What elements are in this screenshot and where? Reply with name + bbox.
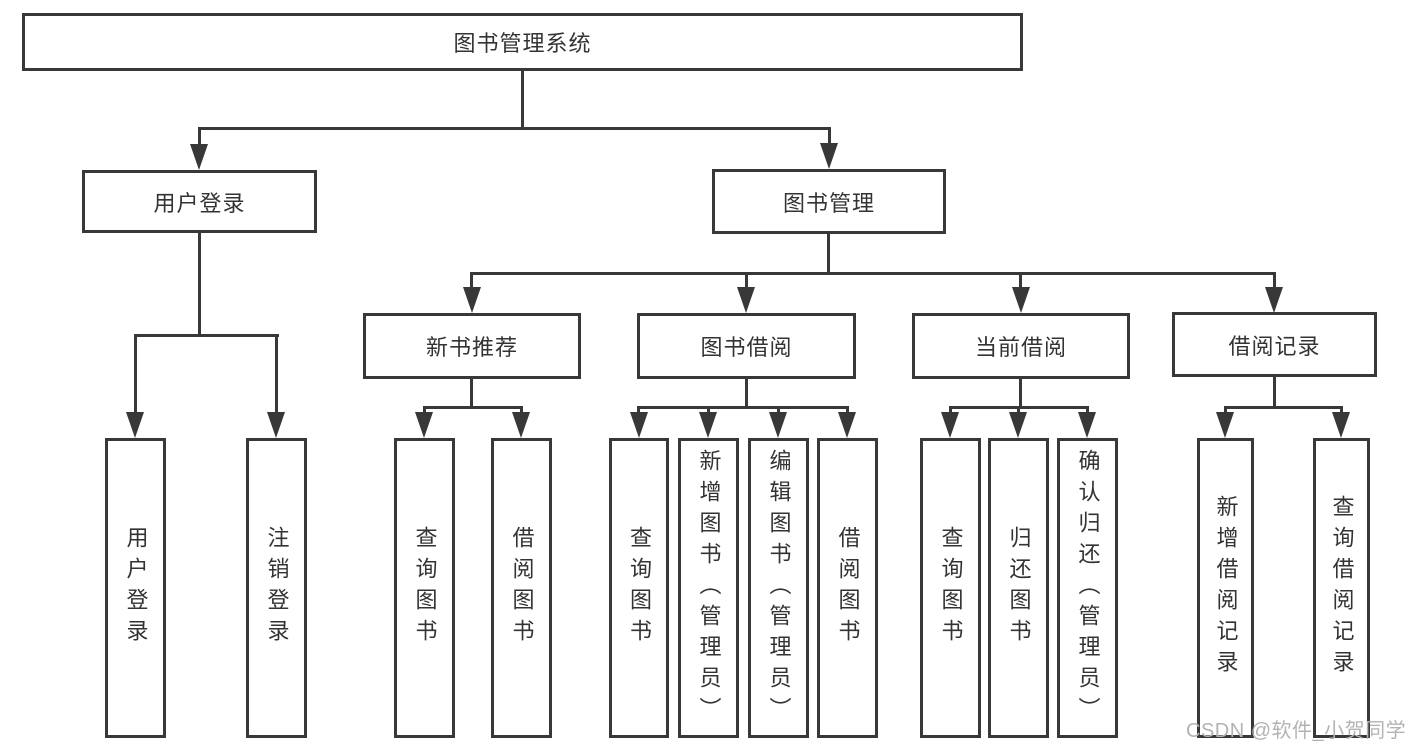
connector-drop-leaf xyxy=(275,334,278,416)
arrowhead-icon xyxy=(463,287,481,313)
node-label: 用户登录 xyxy=(123,526,149,650)
connector-drop-user-login xyxy=(198,127,201,149)
node-label: 编辑图书（管理员） xyxy=(766,448,792,728)
node-label: 用户登录 xyxy=(153,190,246,216)
connector-drop-new-book-recommend xyxy=(470,272,473,288)
connector-user-login-bar xyxy=(134,334,279,337)
arrowhead-icon xyxy=(1009,412,1027,438)
arrowhead-icon xyxy=(1012,287,1030,313)
leaf-recommend-borrow-books: 借阅图书 xyxy=(491,438,552,738)
arrowhead-icon xyxy=(941,412,959,438)
connector-drop-book-management xyxy=(828,127,831,149)
leaf-records-query-record: 查询借阅记录 xyxy=(1313,438,1370,738)
arrowhead-icon xyxy=(1216,412,1234,438)
node-book-management: 图书管理 xyxy=(712,169,946,234)
connector-borrowing-bar xyxy=(637,406,849,409)
connector-book-management-stem xyxy=(827,234,830,274)
connector-drop-leaf xyxy=(1340,406,1343,416)
connector-drop-borrowing-records xyxy=(1273,272,1276,288)
node-book-borrowing: 图书借阅 xyxy=(637,313,856,379)
connector-book-management-bar xyxy=(470,272,1276,275)
arrowhead-icon xyxy=(126,412,144,438)
node-current-borrowing: 当前借阅 xyxy=(912,313,1130,379)
connector-drop-leaf xyxy=(134,334,137,416)
connector-recommend-bar xyxy=(423,406,523,409)
node-label: 查询图书 xyxy=(627,526,652,650)
arrowhead-icon xyxy=(838,412,856,438)
node-label: 当前借阅 xyxy=(974,335,1067,360)
node-new-book-recommend: 新书推荐 xyxy=(363,313,581,379)
node-label: 借阅图书 xyxy=(509,526,535,650)
arrowhead-icon xyxy=(769,412,787,438)
connector-drop-leaf xyxy=(846,406,849,416)
node-label: 注销登录 xyxy=(264,526,290,650)
arrowhead-icon xyxy=(267,412,285,438)
connector-drop-leaf xyxy=(707,406,710,416)
arrowhead-icon xyxy=(630,412,648,438)
node-root-library-system: 图书管理系统 xyxy=(22,13,1023,71)
arrowhead-icon xyxy=(699,412,717,438)
connector-drop-leaf xyxy=(423,406,426,416)
leaf-current-query-books: 查询图书 xyxy=(920,438,981,738)
connector-records-stem xyxy=(1273,377,1276,408)
connector-user-login-stem xyxy=(198,233,201,336)
connector-drop-leaf xyxy=(520,406,523,416)
arrowhead-icon xyxy=(1265,287,1283,313)
node-label: 归还图书 xyxy=(1006,526,1032,650)
connector-drop-leaf xyxy=(637,406,640,416)
leaf-borrowing-edit-books-admin: 编辑图书（管理员） xyxy=(748,438,809,738)
node-label: 新增图书（管理员） xyxy=(696,448,722,728)
node-label: 借阅记录 xyxy=(1228,333,1321,359)
leaf-borrowing-query-books: 查询图书 xyxy=(609,438,669,738)
arrowhead-icon xyxy=(737,287,755,313)
arrowhead-icon xyxy=(1078,412,1096,438)
arrowhead-icon xyxy=(512,412,530,438)
node-label: 查询图书 xyxy=(938,526,964,650)
node-borrowing-records: 借阅记录 xyxy=(1172,312,1377,377)
leaf-borrowing-add-books-admin: 新增图书（管理员） xyxy=(678,438,739,738)
arrowhead-icon xyxy=(820,143,838,169)
leaf-logout: 注销登录 xyxy=(246,438,307,738)
csdn-watermark: CSDN @软件_小贺同学 xyxy=(1186,720,1405,742)
node-user-login: 用户登录 xyxy=(82,170,317,233)
arrowhead-icon xyxy=(415,412,433,438)
arrowhead-icon xyxy=(1332,412,1350,438)
connector-root-bar xyxy=(198,127,831,130)
connector-drop-leaf xyxy=(777,406,780,416)
leaf-current-return-books: 归还图书 xyxy=(988,438,1049,738)
connector-drop-current-borrowing xyxy=(1019,272,1022,288)
node-label: 新书推荐 xyxy=(425,335,518,360)
connector-root-stem xyxy=(521,71,524,129)
node-label: 借阅图书 xyxy=(835,526,861,650)
leaf-recommend-query-books: 查询图书 xyxy=(394,438,455,738)
connector-drop-leaf xyxy=(1224,406,1227,416)
connector-recommend-stem xyxy=(470,379,473,408)
node-label: 图书管理系统 xyxy=(453,31,592,56)
leaf-current-confirm-return-admin: 确认归还（管理员） xyxy=(1057,438,1118,738)
node-label: 查询图书 xyxy=(412,526,438,650)
leaf-borrowing-borrow-books: 借阅图书 xyxy=(817,438,878,738)
connector-drop-leaf xyxy=(1086,406,1089,416)
node-label: 图书借阅 xyxy=(700,335,793,360)
node-label: 图书管理 xyxy=(782,190,875,216)
connector-current-stem xyxy=(1019,379,1022,408)
leaf-user-login: 用户登录 xyxy=(105,438,166,738)
arrowhead-icon xyxy=(190,144,208,170)
node-label: 确认归还（管理员） xyxy=(1075,448,1101,728)
connector-records-bar xyxy=(1224,406,1343,409)
node-label: 查询借阅记录 xyxy=(1329,495,1355,681)
connector-borrowing-stem xyxy=(745,379,748,408)
node-label: 新增借阅记录 xyxy=(1213,495,1239,681)
leaf-records-add-record: 新增借阅记录 xyxy=(1197,438,1254,738)
connector-drop-leaf xyxy=(949,406,952,416)
connector-drop-leaf xyxy=(1017,406,1020,416)
connector-drop-book-borrowing xyxy=(745,272,748,288)
